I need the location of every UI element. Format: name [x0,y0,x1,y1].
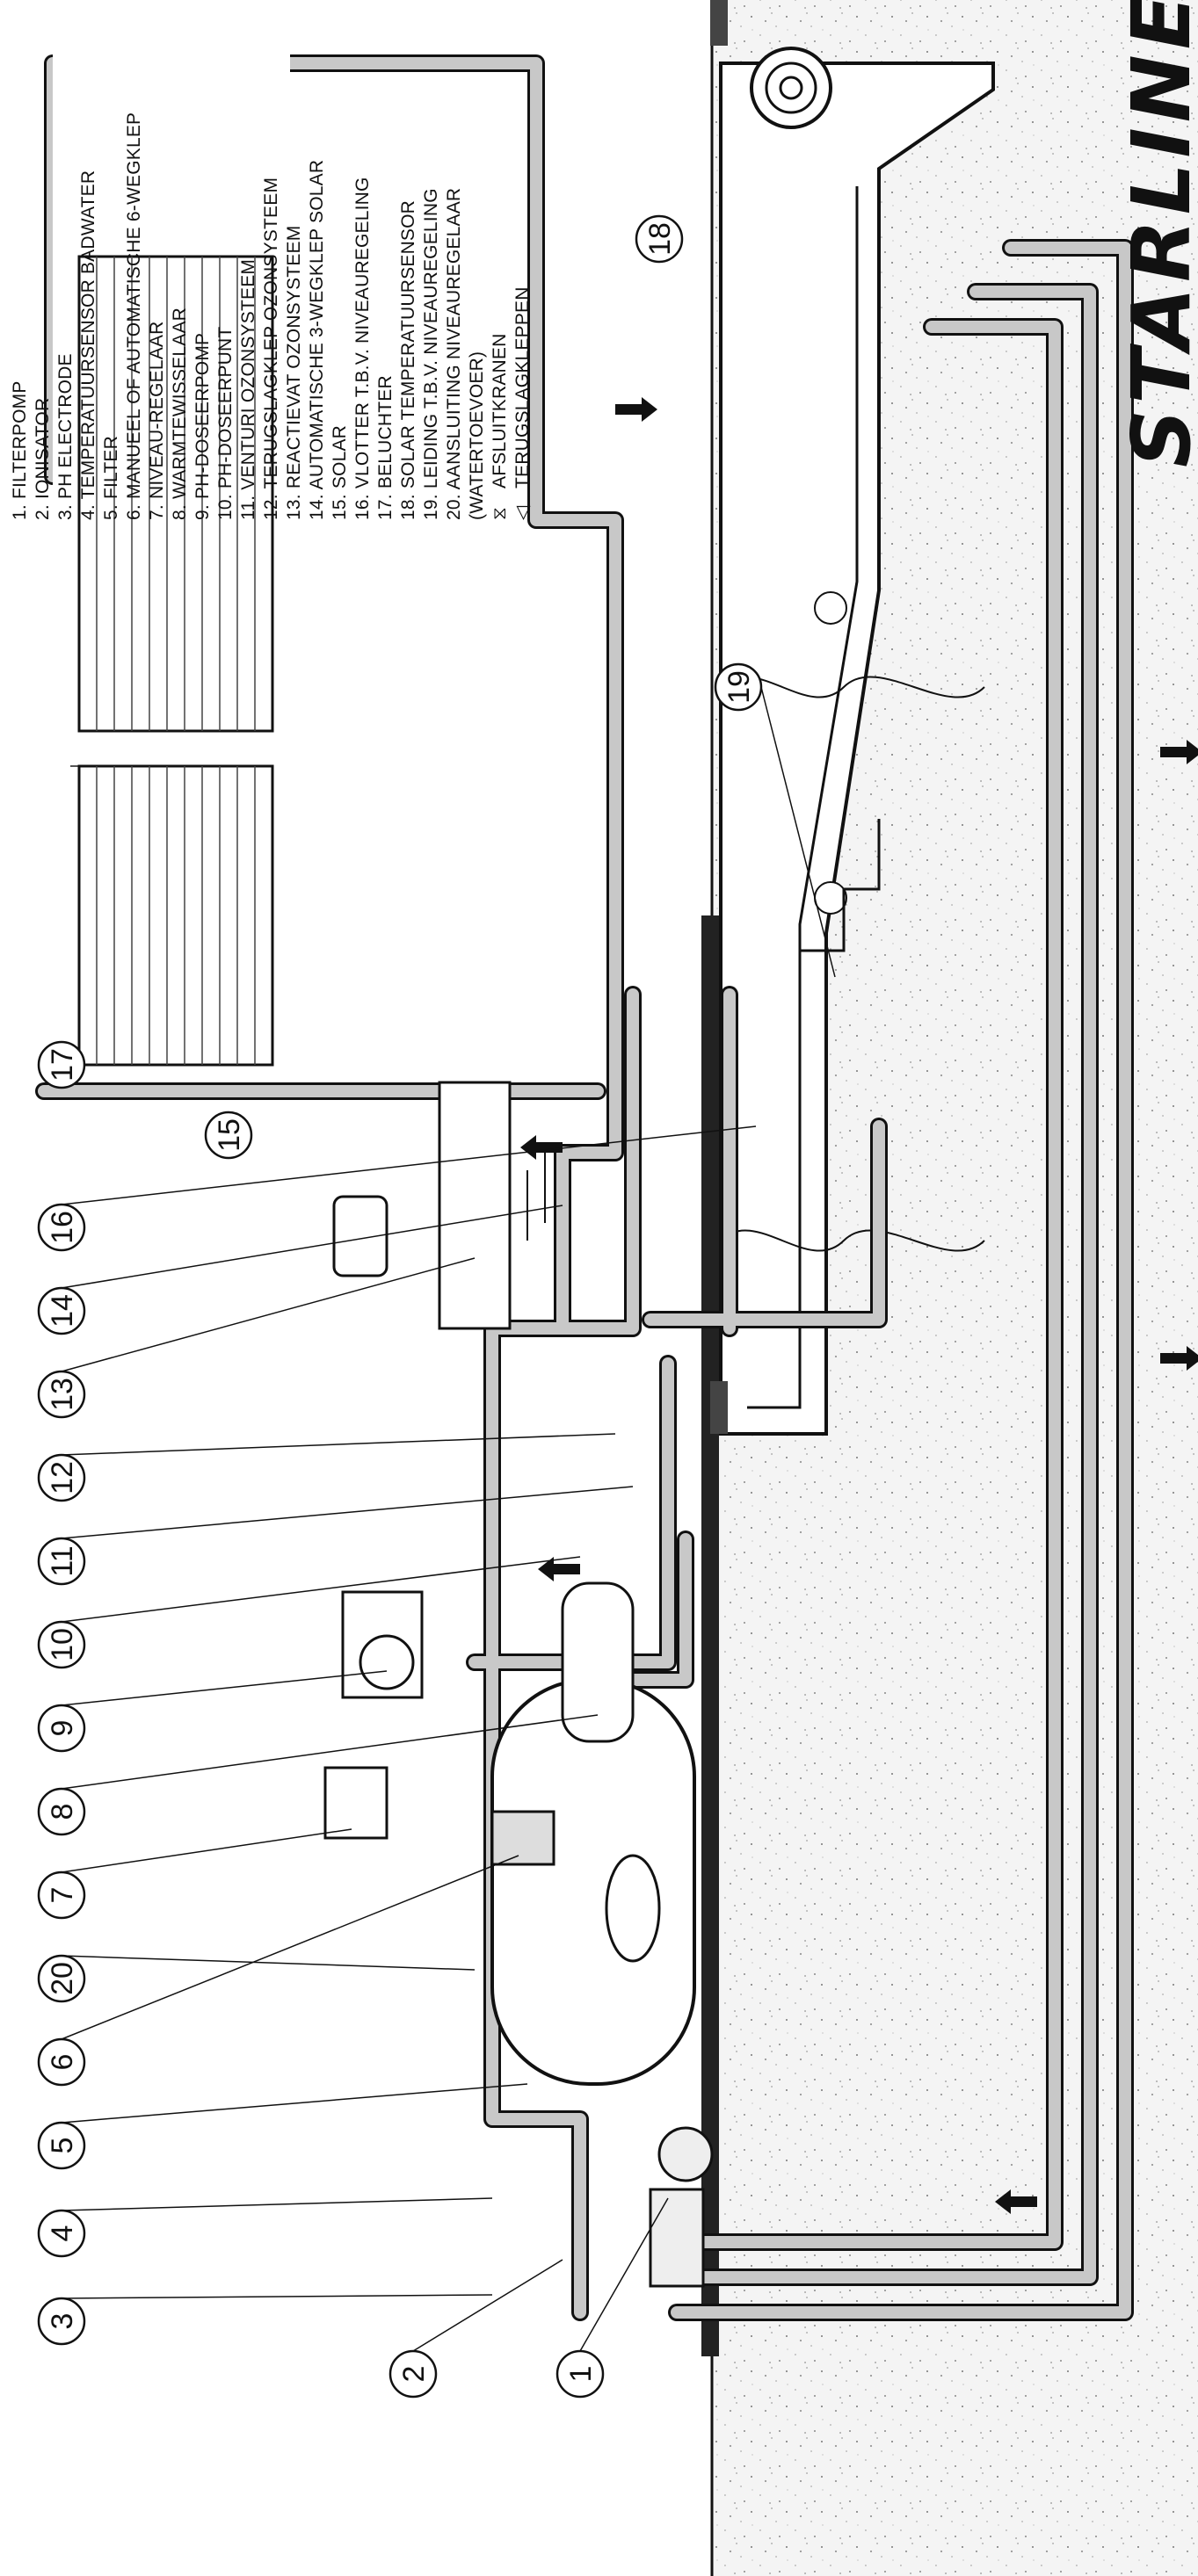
equipment-base-slab [701,915,719,2356]
flow-arrow [615,397,657,422]
svg-text:6: 6 [46,2054,79,2071]
svg-text:16: 16 [46,1211,79,1244]
svg-text:5: 5 [46,2138,79,2154]
flow-arrows [520,397,1198,2214]
cover-roller [750,47,832,129]
callout-8: 8 [37,1787,86,1836]
check-valve-symbol-icon: ◁ [512,505,533,520]
filter-pump [649,2126,714,2288]
svg-text:4: 4 [46,2225,79,2242]
svg-text:17: 17 [46,1048,79,1082]
callout-4: 4 [37,2209,86,2258]
pool-coping-left [710,1381,728,1434]
solar-panel-stripes-right [96,257,256,731]
callout-7: 7 [37,1870,86,1920]
svg-text:3: 3 [46,2313,79,2330]
legend-symbol-valve: ⧖ AFSLUITKRANEN [489,112,512,520]
flow-arrow [520,1135,563,1160]
six-way-valve [490,1810,555,1866]
svg-text:11: 11 [46,1545,79,1576]
svg-text:20: 20 [46,1962,79,1995]
legend-item: 3. PH ELECTRODE [55,353,76,520]
svg-text:1: 1 [564,2366,598,2383]
legend-item: 6. MANUEEL OF AUTOMATISCHE 6-WEGKLEP [124,112,144,520]
svg-text:8: 8 [46,1804,79,1820]
callout-5: 5 [37,2121,86,2170]
svg-text:2: 2 [397,2366,431,2383]
heat-exchanger [561,1581,635,1743]
ph-dosing-pump [341,1590,424,1699]
legend-item: 20. AANSLUITING NIVEAUREGELAAR [444,187,464,520]
ozone-generator [332,1195,388,1277]
legend-item: 16. VLOTTER T.B.V. NIVEAUREGELING [352,177,373,520]
legend-item: 2. IONISATOR [33,397,53,520]
legend-symbol-check: ◁ TERUGSLAGKLEPPEN [512,112,534,520]
pool-basin [710,0,995,1436]
solar-panel [53,0,290,1082]
svg-text:19: 19 [722,670,756,704]
callout-2: 2 [388,2349,438,2399]
legend-item: (WATERTOEVOER) [467,351,487,520]
callout-11: 11 [37,1537,86,1586]
valve-symbol-icon: ⧖ [490,507,510,520]
flow-arrow [1160,1346,1198,1371]
callout-15: 15 [204,1111,253,1160]
callout-17: 17 [37,1040,86,1089]
callout-13: 13 [37,1370,86,1419]
solar-panel-stripes-left [96,766,256,1065]
pool-coping-right [710,0,728,46]
flow-arrow [995,2189,1037,2214]
callouts: 1 2 3 4 5 6 20 7 8 9 10 11 12 13 14 16 1… [37,214,763,2399]
legend-symbol-label: TERUGSLAGKLEPPEN [512,286,533,488]
legend-item: 4. TEMPERATUURSENSOR BADWATER [78,170,98,520]
svg-text:18: 18 [643,222,677,256]
pool-break-line [720,1229,985,1252]
level-regulator [323,1766,388,1840]
callout-18: 18 [635,214,684,264]
flow-arrow [538,1557,580,1581]
svg-text:12: 12 [46,1461,79,1494]
pipework [35,54,1134,2321]
legend-item: 19. LEIDING T.B.V. NIVEAUREGELING [421,188,441,520]
callout-20: 20 [37,1954,86,2003]
svg-text:9: 9 [46,1720,79,1737]
callout-16: 16 [37,1203,86,1252]
flow-arrow [1160,740,1198,764]
svg-text:15: 15 [213,1118,246,1152]
legend-item: 11. VENTURI OZONSYSTEEM [238,258,258,520]
legend-item: 5. FILTER [101,436,121,520]
legend-item: 9. PH-DOSEERPOMP [192,332,213,520]
legend-item: 18. SOLAR TEMPERATUURSENSOR [398,199,418,520]
legend-item: 7. NIVEAU-REGELAAR [147,321,167,521]
legend: 1. FILTERPOMP 2. IONISATOR 3. PH ELECTRO… [9,112,534,520]
svg-text:13: 13 [46,1378,79,1411]
legend-item: 10. PH-DOSEERPUNT [215,326,236,520]
pool-steps [800,819,881,952]
legend-item: 17. BELUCHTER [375,375,396,520]
svg-text:10: 10 [46,1628,79,1661]
callout-12: 12 [37,1453,86,1502]
ozone-reactor-vessel [332,1081,546,1330]
legend-item: 14. AUTOMATISCHE 3-WEGKLEP SOLAR [307,159,327,520]
svg-text:14: 14 [46,1294,79,1328]
svg-text:7: 7 [46,1887,79,1904]
legend-item: 12. TERUGSLAGKLEP OZONSYSTEEM [261,177,281,520]
legend-item: 8. WARMTEWISSELAAR [170,307,190,520]
legend-symbol-label: AFSLUITKRANEN [490,333,510,488]
legend-item: 13. REACTIEVAT OZONSYSTEEM [284,225,304,520]
callout-10: 10 [37,1620,86,1669]
pool-inlet-nozzle-2 [814,591,847,625]
callout-14: 14 [37,1286,86,1335]
legend-item: 1. FILTERPOMP [10,380,30,520]
leader-lines [61,686,836,2352]
legend-item: 15. SOLAR [330,424,350,520]
callout-6: 6 [37,2037,86,2087]
brand-logo: STARLINE [1115,0,1198,467]
